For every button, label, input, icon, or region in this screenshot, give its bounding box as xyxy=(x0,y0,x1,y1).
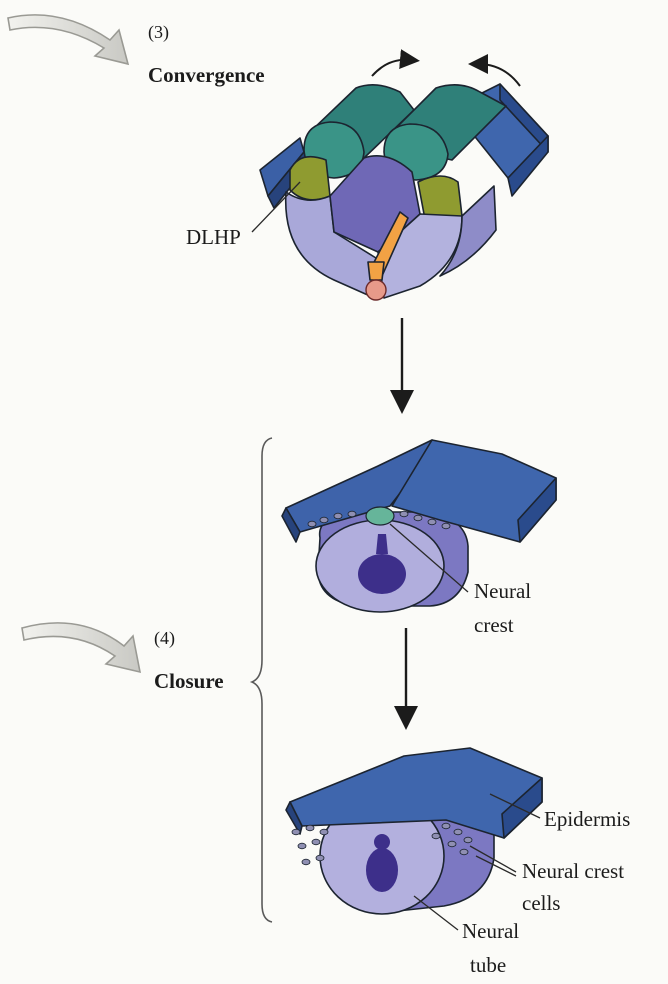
lumen xyxy=(358,554,406,594)
stage-pointer-arrow-3 xyxy=(8,15,128,64)
dlhp-label: DLHP xyxy=(186,225,241,249)
notochord xyxy=(366,280,386,300)
stage-3-number: (3) xyxy=(148,22,169,43)
rotation-arrow-right xyxy=(478,64,520,86)
closed-lumen xyxy=(366,848,398,892)
neural-tube-label-line2: tube xyxy=(470,953,506,977)
stage-4-number: (4) xyxy=(154,628,175,649)
closure-brace xyxy=(252,438,272,922)
stage-pointer-arrow-4 xyxy=(22,623,140,672)
neural-crest-cells-label-line2: cells xyxy=(522,891,560,915)
closed-embryo xyxy=(286,748,542,914)
stage-4-title: Closure xyxy=(154,669,224,693)
rotation-arrow-left xyxy=(372,60,410,76)
neural-crest-label-line2: crest xyxy=(474,613,514,637)
neural-tube-label-line1: Neural xyxy=(462,919,519,943)
stage-3-title: Convergence xyxy=(148,63,265,87)
neural-crest-label-line1: Neural xyxy=(474,579,531,603)
dlhp-left xyxy=(290,157,330,200)
neural-crest xyxy=(366,507,394,525)
epidermis-label: Epidermis xyxy=(544,807,630,831)
neural-crest-cells-label-line1: Neural crest xyxy=(522,859,624,883)
convergence-embryo xyxy=(260,60,548,300)
